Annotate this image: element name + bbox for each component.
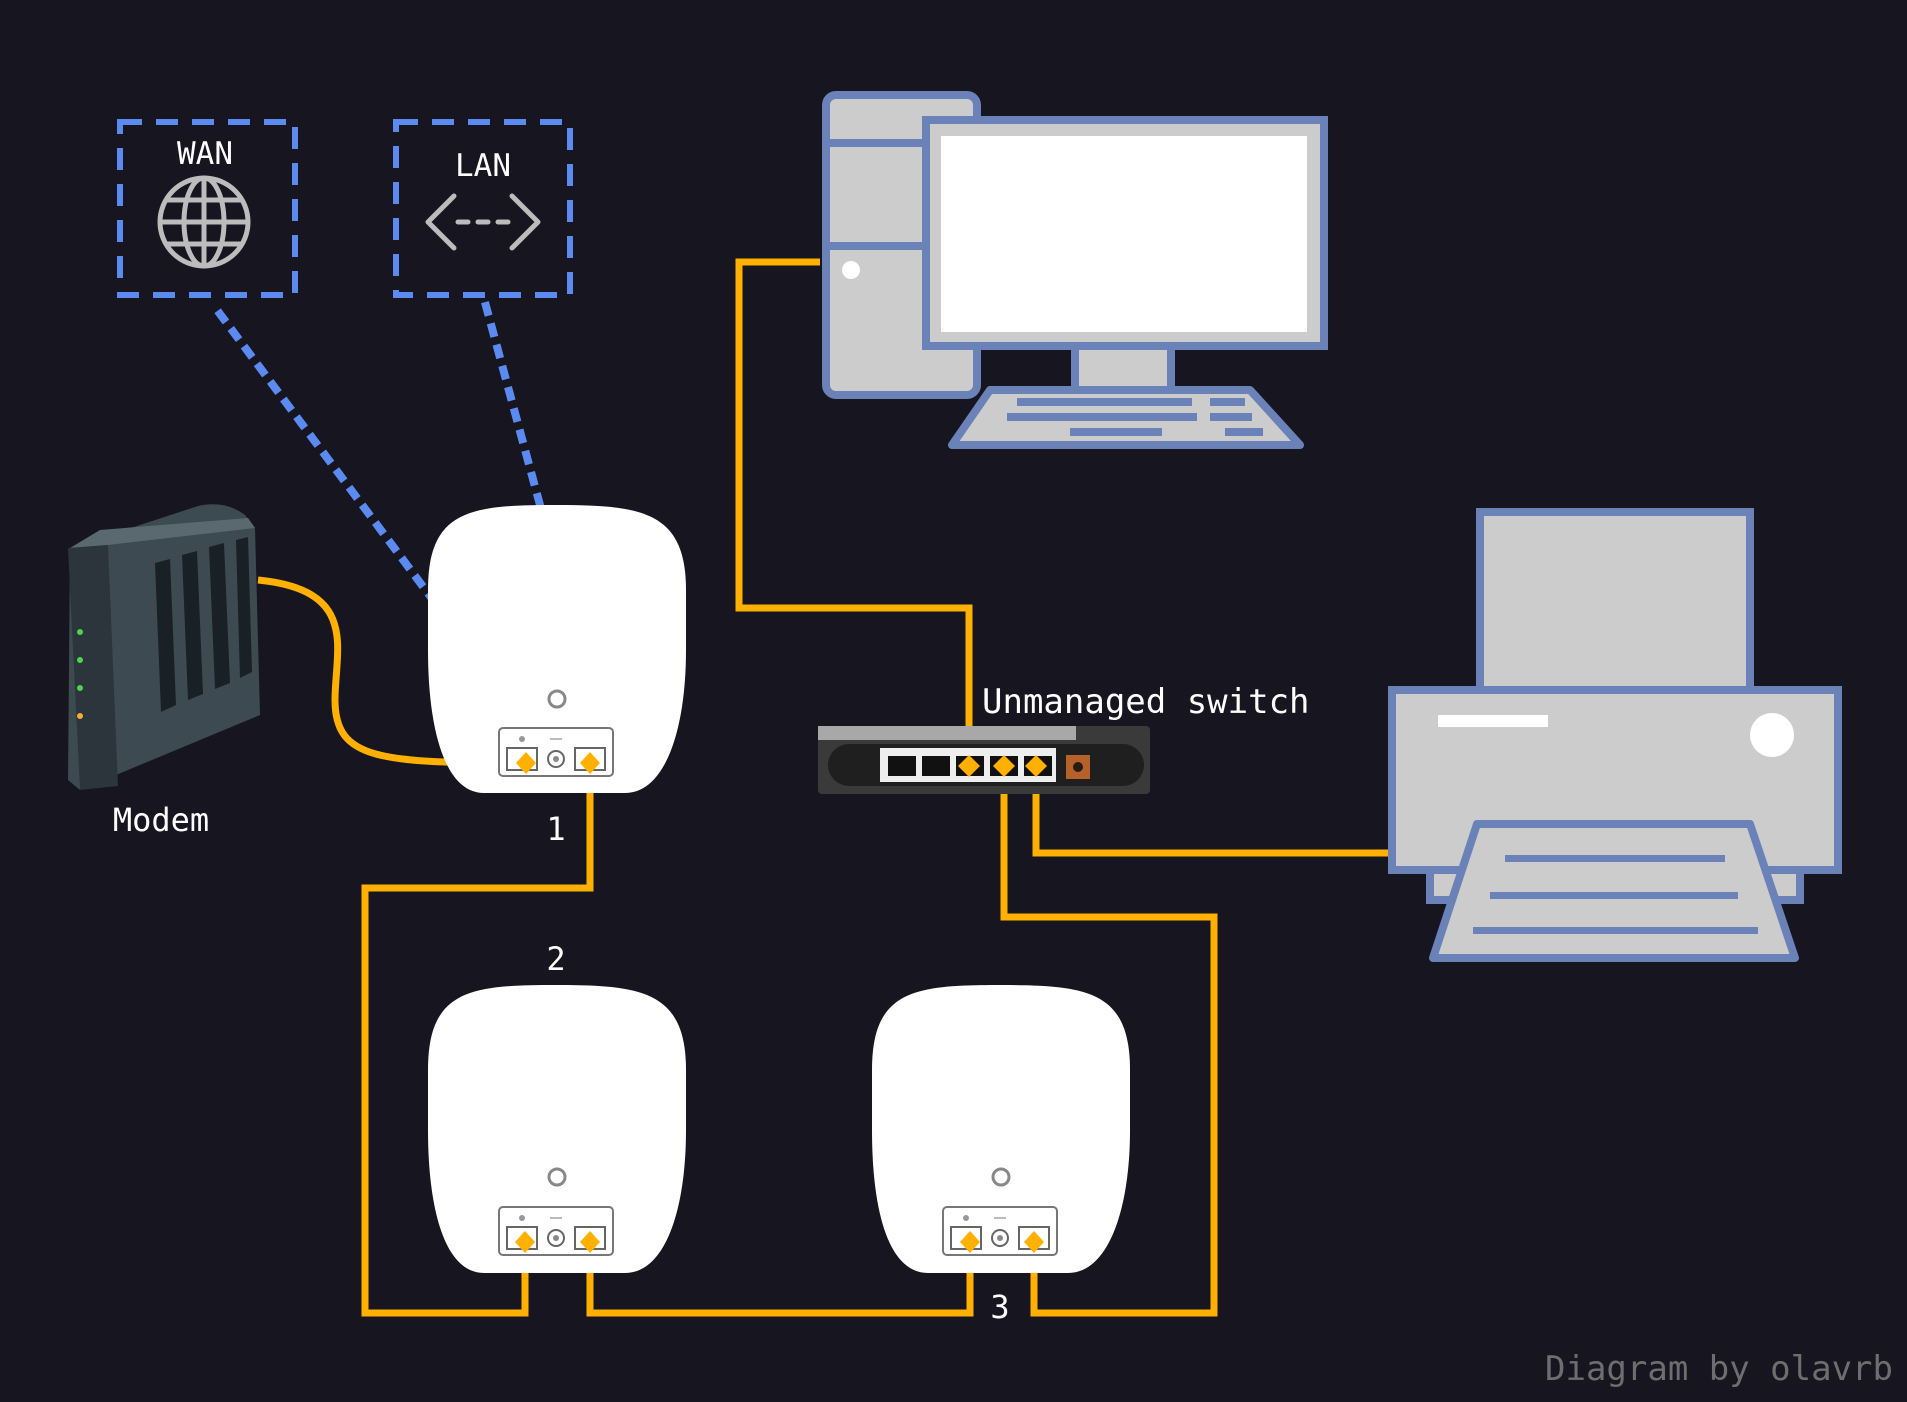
credit-label: Diagram by olavrb	[1545, 1349, 1893, 1389]
globe-icon	[157, 175, 251, 269]
cable-router2-router3	[586, 1242, 974, 1317]
google-logo-icon	[547, 689, 567, 709]
router-2-label: 2	[546, 940, 565, 978]
switch-label: Unmanaged switch	[982, 682, 1310, 722]
modem-icon	[68, 504, 260, 790]
google-logo-icon	[991, 1167, 1011, 1187]
wan-box: WAN	[117, 119, 298, 298]
router-3-label: 3	[990, 1288, 1009, 1326]
google-logo-icon	[547, 1167, 567, 1187]
router-icon	[872, 985, 1130, 1273]
router-3	[872, 985, 1130, 1273]
router-icon	[428, 985, 686, 1273]
switch-icon	[818, 726, 1150, 794]
lan-box: LAN	[393, 119, 573, 298]
cable-switch-printer	[1032, 766, 1392, 857]
cable-modem-router1	[257, 576, 527, 767]
router-2	[428, 985, 686, 1273]
router-icon	[428, 505, 686, 793]
cable-switch-computer	[735, 258, 973, 766]
printer-icon	[1388, 508, 1842, 962]
wan-label: WAN	[177, 136, 233, 172]
cable-router1-router2	[361, 763, 594, 1317]
computer-icon	[822, 91, 1328, 449]
cables	[257, 258, 1392, 1317]
modem-label: Modem	[113, 801, 209, 839]
router-1-label: 1	[546, 810, 565, 848]
cable-router3-switch	[1000, 766, 1218, 1317]
router-1	[428, 505, 686, 793]
lan-label: LAN	[455, 148, 511, 184]
lan-arrows-icon	[425, 193, 541, 251]
